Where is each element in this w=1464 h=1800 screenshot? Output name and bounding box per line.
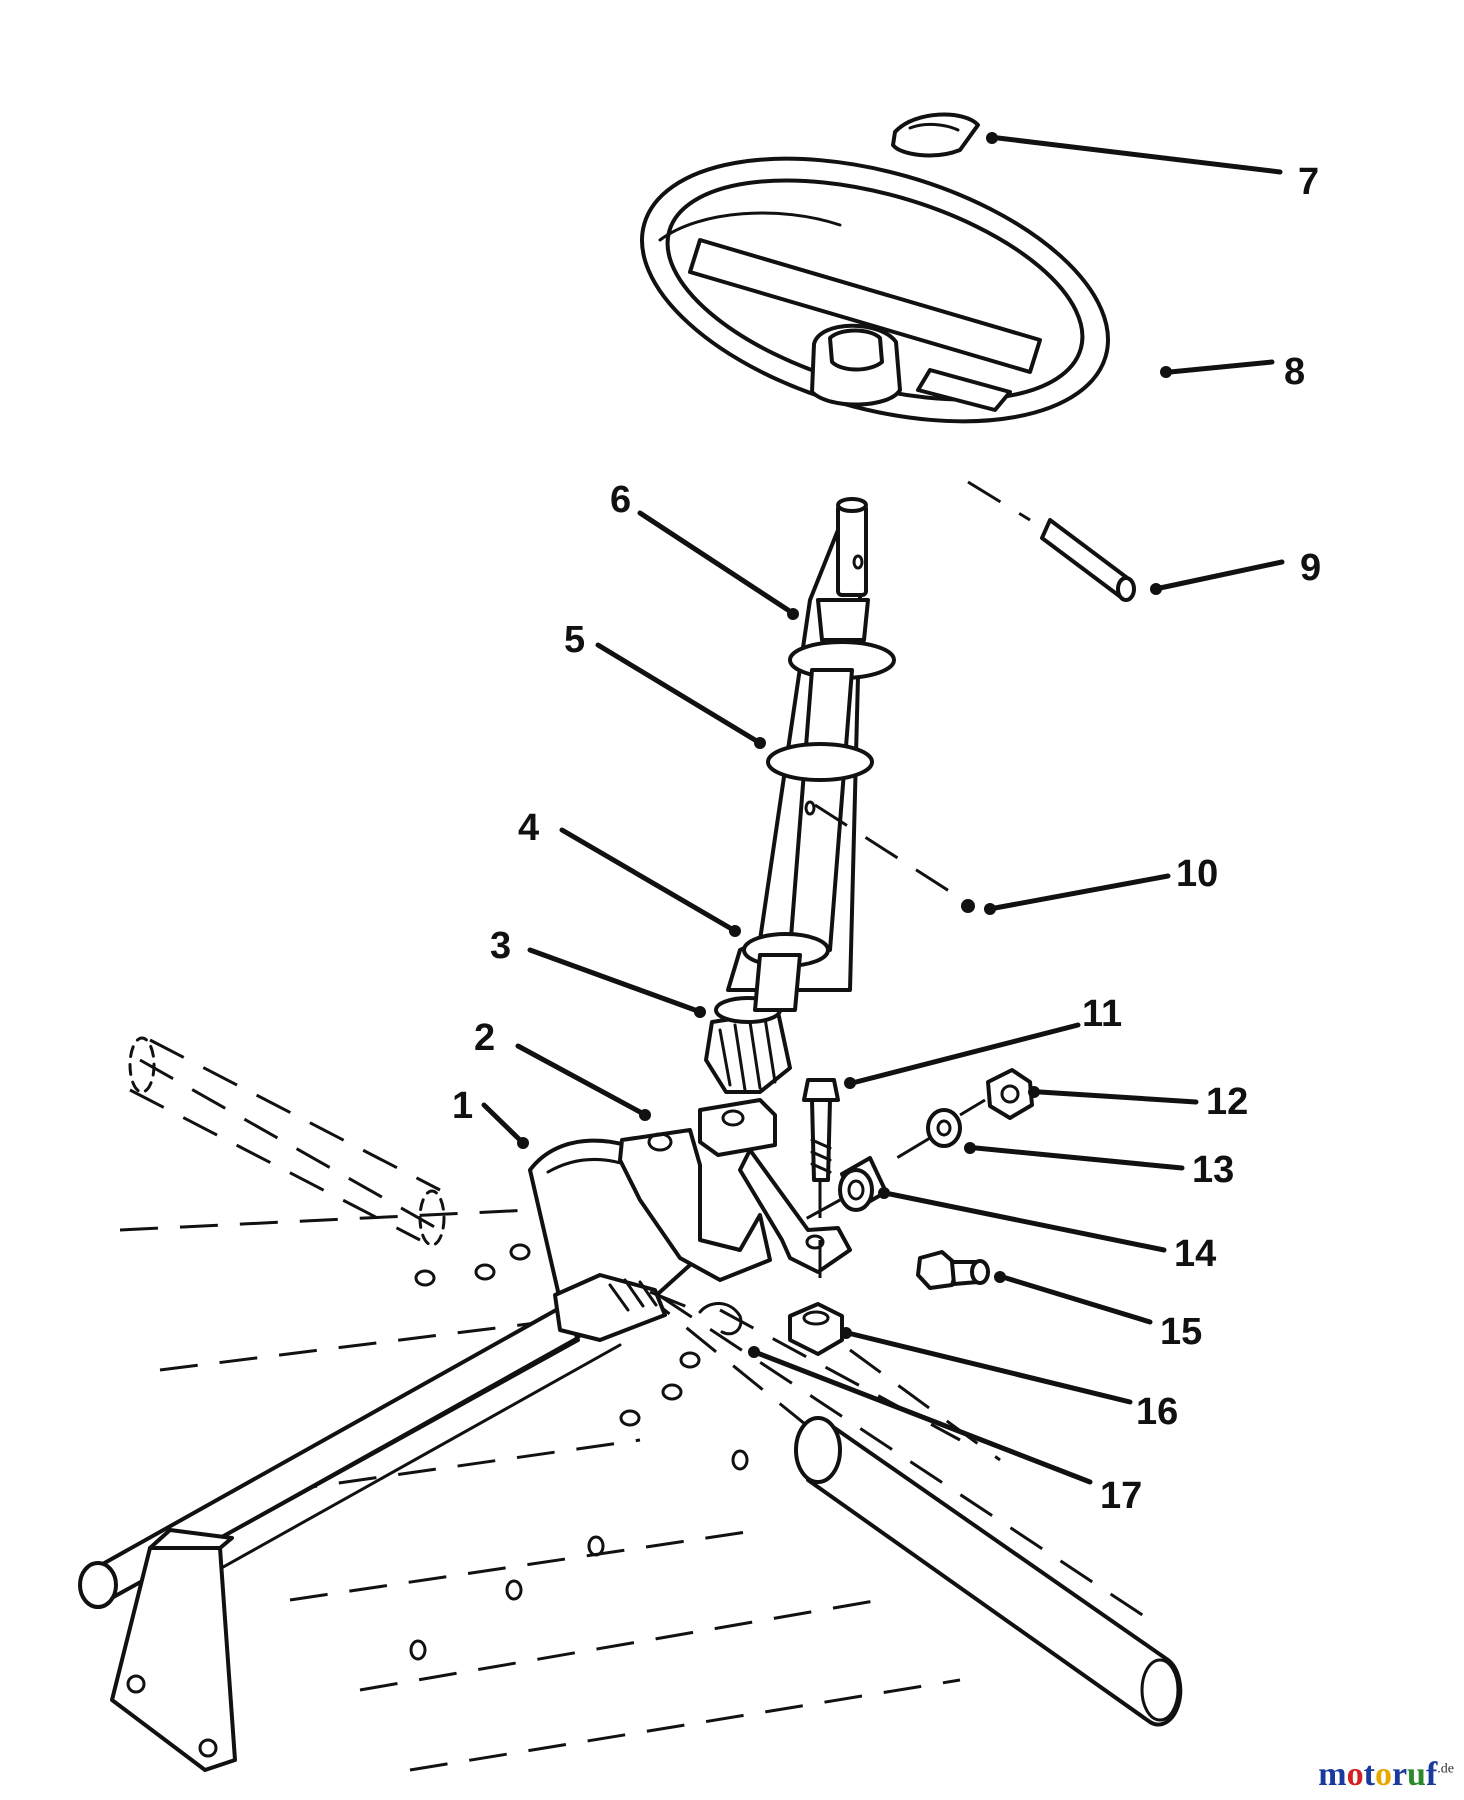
callout-3: 3 xyxy=(490,925,511,967)
callout-6: 6 xyxy=(610,479,631,521)
watermark-letter: o xyxy=(1374,1756,1392,1793)
watermark-letter: t xyxy=(1363,1756,1375,1793)
callout-7: 7 xyxy=(1298,161,1319,203)
watermark-letter: o xyxy=(1346,1756,1364,1793)
callout-15: 15 xyxy=(1160,1311,1202,1353)
watermark-logo: motoruf.de xyxy=(1318,1756,1454,1794)
callout-13: 13 xyxy=(1192,1149,1234,1191)
spindle-bracket xyxy=(110,1528,237,1772)
callout-16: 16 xyxy=(1136,1391,1178,1433)
callout-1: 1 xyxy=(452,1085,473,1127)
tie-rod xyxy=(78,1303,622,1609)
watermark-suffix: .de xyxy=(1437,1761,1454,1777)
callout-9: 9 xyxy=(1300,547,1321,589)
callout-8: 8 xyxy=(1284,351,1305,393)
watermark-letter: r xyxy=(1391,1756,1408,1793)
leader-lines xyxy=(481,132,1285,1485)
cotter-pin xyxy=(649,1290,743,1336)
callout-4: 4 xyxy=(518,807,539,849)
pinion-gear xyxy=(704,996,792,1094)
callout-2: 2 xyxy=(474,1017,495,1059)
watermark-letter: f xyxy=(1425,1756,1438,1793)
callout-5: 5 xyxy=(564,619,585,661)
spacer xyxy=(799,1156,888,1224)
frame-holes xyxy=(409,1243,749,1661)
grease-fitting xyxy=(916,1250,990,1290)
callout-numbers: 1 2 3 4 5 6 7 8 9 10 11 12 13 14 15 16 1… xyxy=(452,161,1321,1517)
left-tube xyxy=(128,1036,446,1247)
shaft-pin xyxy=(814,803,975,913)
lock-nut xyxy=(788,1302,844,1356)
right-tube xyxy=(794,1416,1183,1727)
watermark-letter: u xyxy=(1407,1756,1426,1793)
watermark-letter: m xyxy=(1318,1756,1347,1793)
callout-17: 17 xyxy=(1100,1475,1142,1517)
horn-cap xyxy=(891,112,980,158)
steering-shaft xyxy=(726,497,896,1012)
roll-pin xyxy=(967,480,1136,602)
steering-bracket xyxy=(618,1098,852,1282)
callout-14: 14 xyxy=(1174,1233,1216,1275)
callout-12: 12 xyxy=(1206,1081,1248,1123)
washer xyxy=(879,1108,962,1170)
hex-nut xyxy=(959,1068,1034,1120)
callout-10: 10 xyxy=(1176,853,1218,895)
bolt xyxy=(802,1078,840,1290)
callout-11: 11 xyxy=(1082,993,1122,1035)
steering-wheel xyxy=(640,156,1110,424)
